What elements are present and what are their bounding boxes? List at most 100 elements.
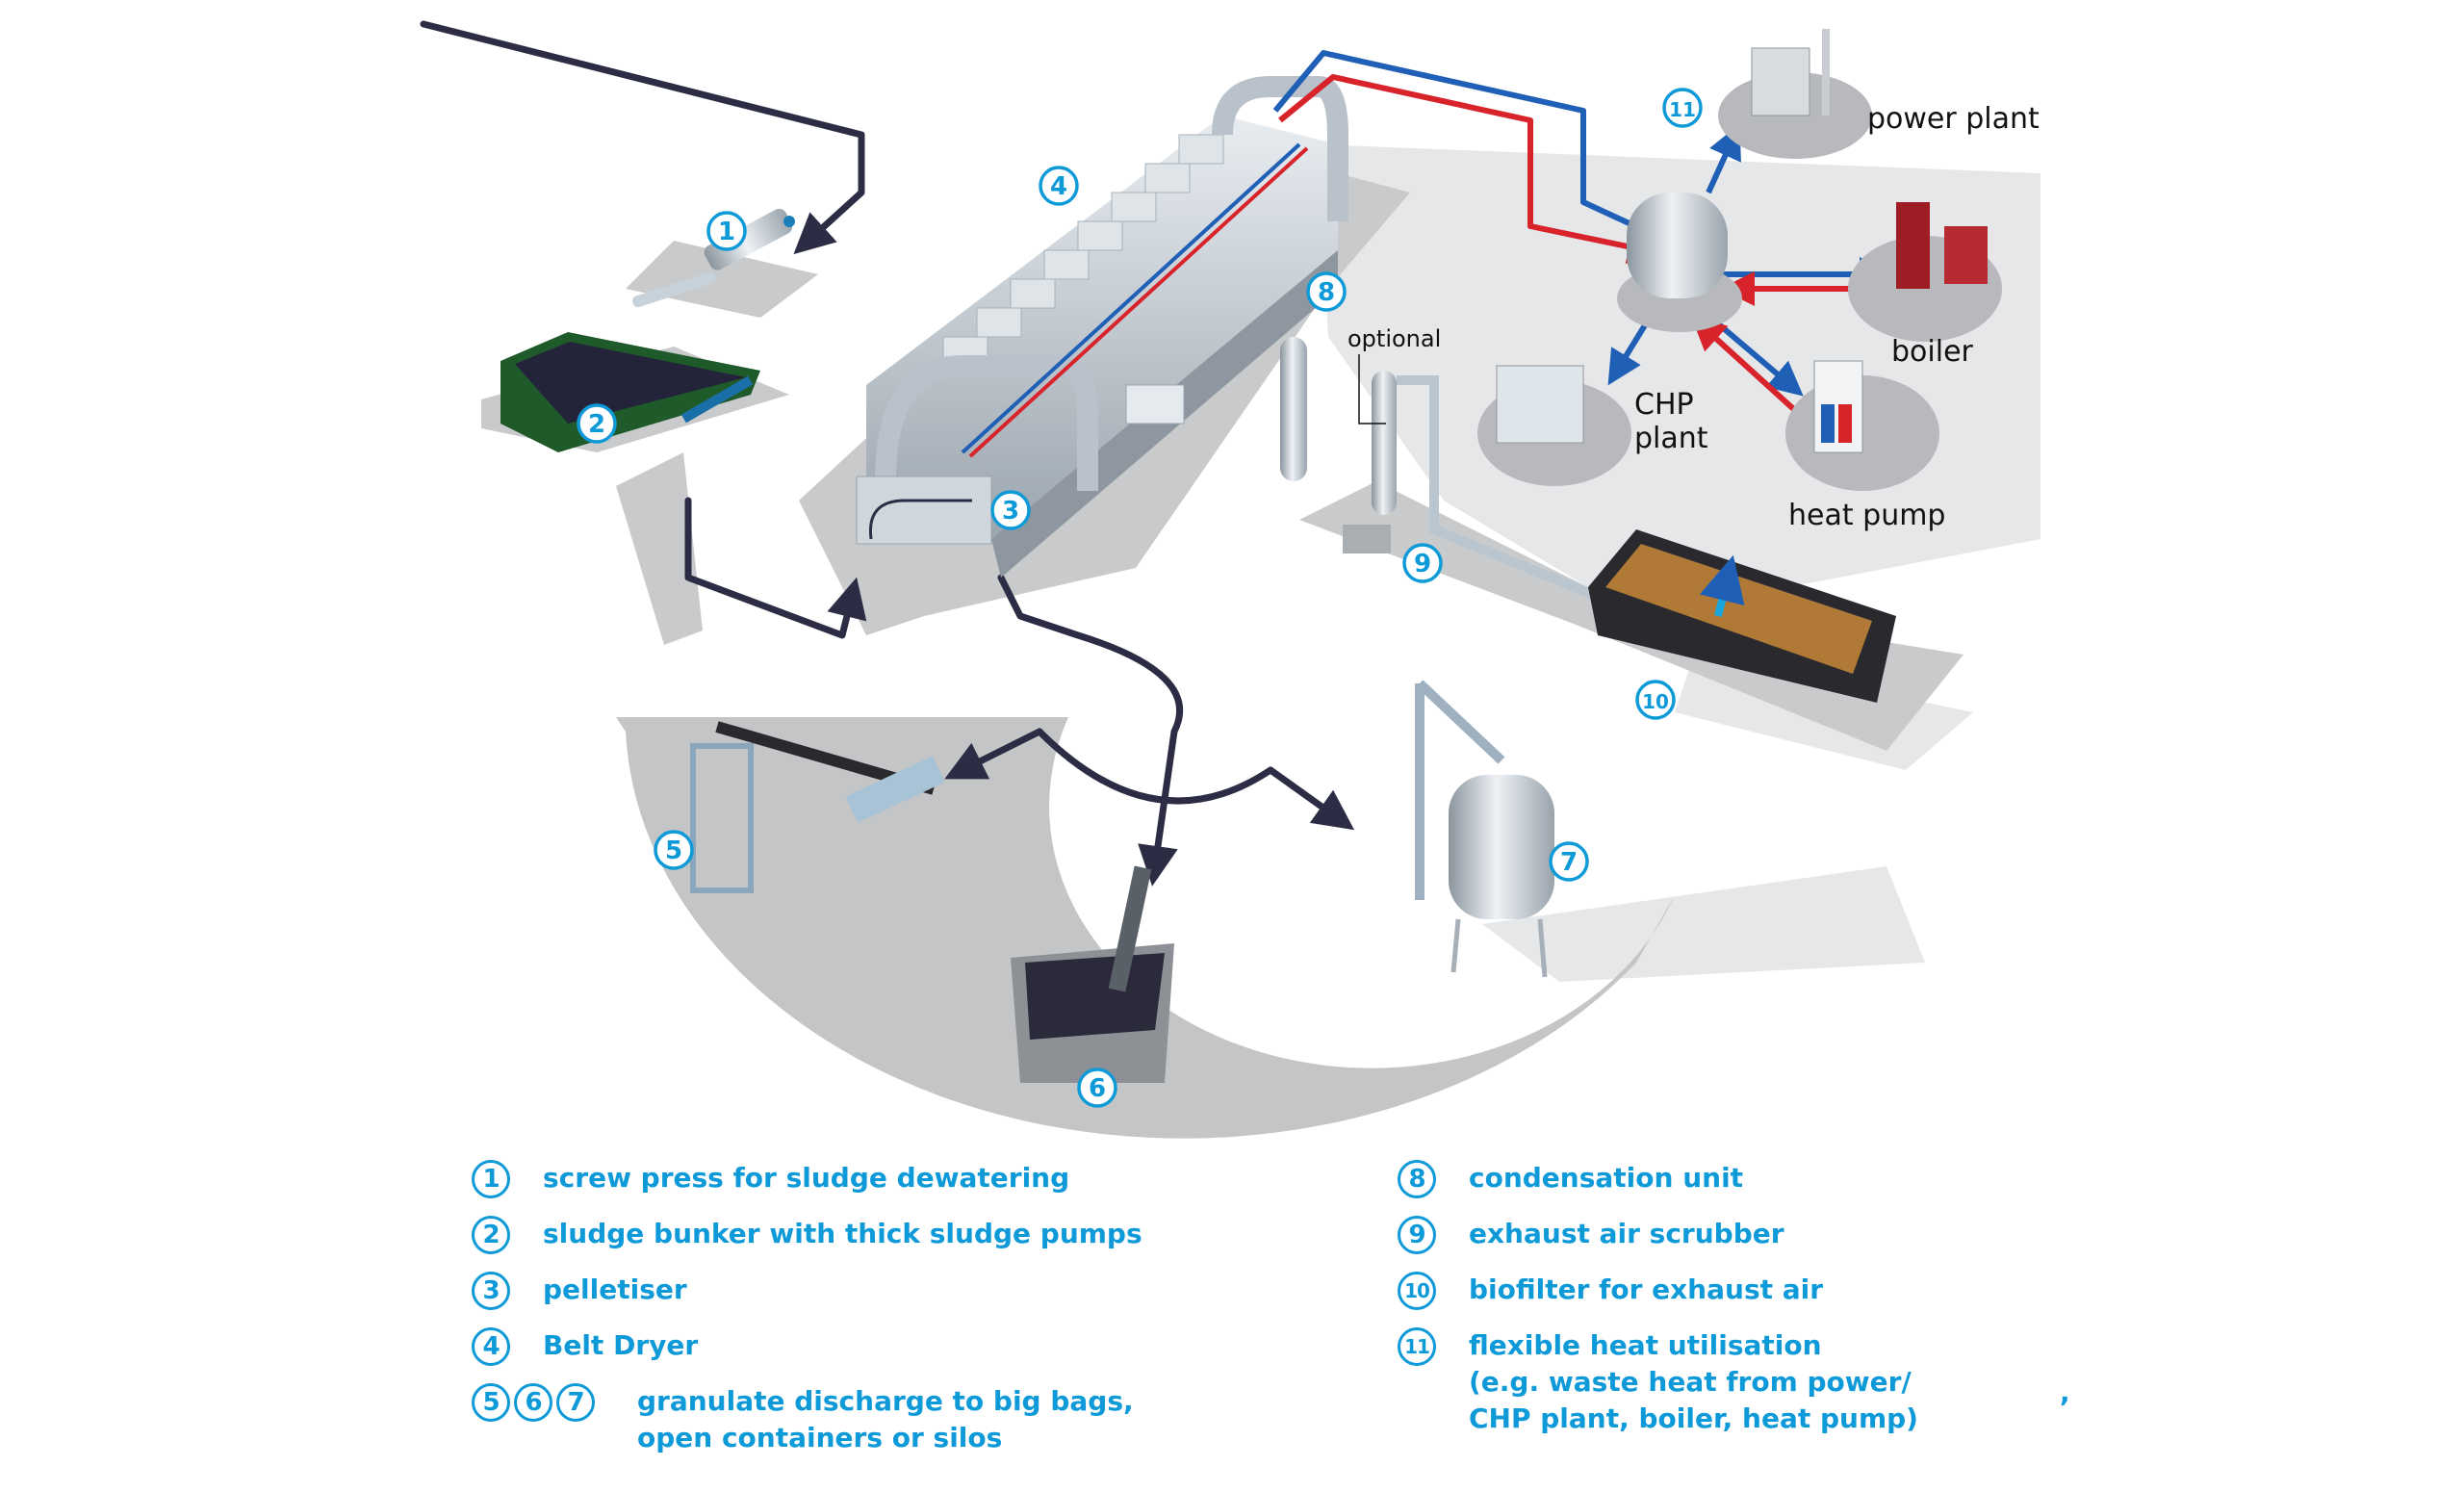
legend-text: sludge bunker with thick sludge pumps: [543, 1218, 1142, 1249]
floor-pit: [616, 452, 703, 645]
legend-item: 2 sludge bunker with thick sludge pumps: [472, 1216, 1142, 1254]
legend-badge: 9: [1398, 1216, 1436, 1254]
badge-circle: [1635, 680, 1676, 720]
power-plant-building: [1751, 47, 1810, 116]
legend-text: pelletiser: [543, 1273, 687, 1305]
badge-number: 2: [588, 410, 605, 439]
badge-circle: [1077, 1068, 1117, 1108]
badge-8: 8: [1306, 271, 1347, 312]
badge-circle: [1039, 166, 1079, 206]
badge-number: 11: [1669, 98, 1696, 121]
plant-labels: optional power plant boiler CHP plant he…: [1348, 102, 2040, 532]
badge-number: 3: [1002, 497, 1019, 526]
badge-5: 5: [654, 830, 694, 870]
legend-text: biofilter for exhaust air: [1469, 1273, 1824, 1305]
sludge-bunker: [500, 332, 760, 452]
legend-text: flexible heat utilisation (e.g. waste he…: [1469, 1329, 1918, 1434]
pelletiser-discharge-line: [997, 574, 1184, 887]
legend-badges: 10: [1398, 1272, 1440, 1310]
badge-circle: [1662, 88, 1703, 128]
legend-item: 10 biofilter for exhaust air: [1398, 1272, 1918, 1310]
badge-number: 4: [1050, 172, 1067, 201]
legend-badge: 3: [472, 1272, 510, 1310]
legend-badges: 2: [472, 1216, 514, 1254]
bunker-to-pelletiser-line: [684, 497, 867, 639]
screw-press: [631, 208, 795, 308]
sludge-lines: [420, 20, 1355, 887]
badge-1: 1: [706, 211, 747, 251]
badge-number: 7: [1560, 848, 1578, 877]
optional-leader: [1358, 354, 1386, 424]
label-heat-pump: heat pump: [1788, 499, 1945, 532]
badge-9: 9: [1402, 543, 1443, 583]
badge-number: 6: [1089, 1074, 1106, 1103]
legend-badge: 8: [1398, 1160, 1436, 1198]
legend-badges: 11: [1398, 1327, 1440, 1366]
legend-right: 8 condensation unit 9 exhaust air scrubber 1…: [1398, 1160, 1918, 1454]
chp-unit: [1496, 365, 1584, 444]
badge-circle: [1306, 271, 1347, 312]
badge-11: 11: [1662, 88, 1703, 128]
legend-left: 1 screw press for sludge dewatering 2 sludg…: [472, 1160, 1142, 1474]
badge-6: 6: [1077, 1068, 1117, 1108]
big-bag-station: [690, 721, 945, 893]
badge-number: 10: [1642, 690, 1669, 713]
legend-item: 4 Belt Dryer: [472, 1327, 1142, 1366]
pelletiser: [856, 476, 992, 545]
floor-screw-press: [626, 241, 818, 318]
legend-badge: 1: [472, 1160, 510, 1198]
label-power-plant: power plant: [1867, 102, 2040, 136]
badge-2: 2: [577, 403, 617, 444]
label-optional: optional: [1348, 325, 1441, 352]
badge-circle: [1549, 841, 1589, 882]
badge-10: 10: [1635, 680, 1676, 720]
badge-3: 3: [990, 490, 1031, 530]
badge-circle: [577, 403, 617, 444]
legend-item: 11 flexible heat utilisation (e.g. waste …: [1398, 1327, 1918, 1437]
supply-line-dryer: [1272, 50, 1648, 234]
legend-badge: 5: [472, 1383, 510, 1422]
legend-text: screw press for sludge dewatering: [543, 1162, 1070, 1194]
open-container: [1011, 865, 1174, 1083]
legend-badges: 3: [472, 1272, 514, 1310]
badge-circle: [654, 830, 694, 870]
heat-sources: [1477, 29, 2002, 491]
legend-badge: 11: [1398, 1327, 1436, 1366]
label-boiler: boiler: [1891, 335, 1974, 369]
legend-badges: 9: [1398, 1216, 1440, 1254]
return-from-heat-pump: [1690, 315, 1812, 426]
floor-discharge-arc: [616, 717, 1675, 1139]
legend-badge: 10: [1398, 1272, 1436, 1310]
badge-7: 7: [1549, 841, 1589, 882]
badge-circle: [990, 490, 1031, 530]
legend-text: exhaust air scrubber: [1469, 1218, 1784, 1249]
legend-badge: 4: [472, 1327, 510, 1366]
legend-badges: 1: [472, 1160, 514, 1198]
badge-circle: [706, 211, 747, 251]
legend-item: 1 screw press for sludge dewatering: [472, 1160, 1142, 1198]
legend-badges: 4: [472, 1327, 514, 1366]
badge-number: 5: [665, 836, 682, 865]
label-chp-1: CHP: [1634, 388, 1694, 422]
badge-4: 4: [1039, 166, 1079, 206]
sludge-inlet-line: [420, 20, 865, 255]
component-badges: 1 2 3 4 5 6 7 8 9 10 11: [577, 88, 1703, 1108]
biofilter: [1588, 529, 1896, 703]
badge-circle: [1402, 543, 1443, 583]
badge-number: 1: [718, 218, 735, 246]
legend-badges: 8: [1398, 1160, 1440, 1198]
legend-text: condensation unit: [1469, 1162, 1744, 1194]
supply-to-power-plant: [1706, 123, 1741, 194]
return-line-dryer: [1278, 74, 1663, 264]
badge-number: 9: [1414, 550, 1431, 579]
legend-item: 8 condensation unit: [1398, 1160, 1918, 1198]
boiler-unit: [1896, 202, 1930, 289]
silo: [1415, 680, 1554, 978]
label-chp-2: plant: [1634, 422, 1708, 455]
condensation-equipment: [1125, 337, 1600, 602]
legend-text: Belt Dryer: [543, 1329, 699, 1361]
legend-badge: 2: [472, 1216, 510, 1254]
